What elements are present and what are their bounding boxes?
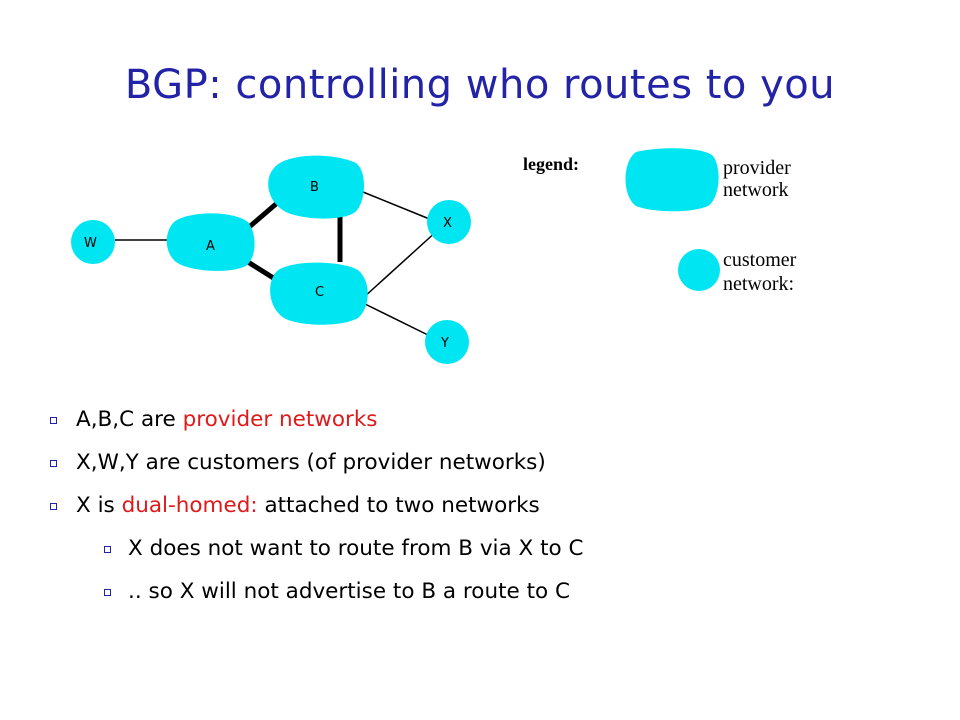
bullet-text: .. so X will not advertise to B a route … [128,579,570,604]
bullet-highlight: provider networks [182,407,378,432]
legend-customer-line1: customer [723,249,797,271]
legend-title: legend: [523,154,579,174]
node-label-x: X [443,216,452,231]
legend-customer-line2: network: [723,273,794,295]
bullet-item: A,B,C are provider networks [50,398,584,441]
provider-network-b [268,155,365,219]
provider-network-c [270,262,368,325]
bullet-text: X,W,Y are customers (of provider network… [76,450,546,475]
link-c-x [362,229,439,299]
bullet-item: X,W,Y are customers (of provider network… [50,441,584,484]
sub-bullet-item: .. so X will not advertise to B a route … [50,570,584,613]
square-bullet-icon [104,588,111,596]
node-label-y: Y [440,336,449,351]
customer-network-w [71,220,115,264]
bullet-text: A,B,C are [76,407,183,432]
link-b-x [362,191,433,221]
square-bullet-icon [50,416,57,424]
customer-network-x [427,200,471,244]
node-label-a: A [206,239,215,254]
bullet-list: A,B,C are provider networks X,W,Y are cu… [50,398,584,613]
legend-customer-swatch [678,249,720,291]
legend-provider-swatch [625,148,719,212]
bullet-text: attached to two networks [257,493,540,518]
bullet-item: X is dual-homed: attached to two network… [50,484,584,527]
legend-provider-line1: provider [723,157,791,179]
square-bullet-icon [104,545,111,553]
bullet-text: X is [76,493,122,518]
sub-bullet-item: X does not want to route from B via X to… [50,527,584,570]
bullet-text: X does not want to route from B via X to… [128,536,584,561]
bullet-highlight: dual-homed: [121,493,258,518]
provider-network-a [166,213,255,271]
link-c-y [362,302,433,338]
legend-provider-line2: network [723,179,789,201]
square-bullet-icon [50,502,57,510]
square-bullet-icon [50,459,57,467]
node-label-b: B [310,180,319,195]
node-label-c: C [315,285,324,300]
customer-network-y [425,320,469,364]
node-label-w: W [84,236,97,251]
slide-title: BGP: controlling who routes to you [124,62,836,108]
